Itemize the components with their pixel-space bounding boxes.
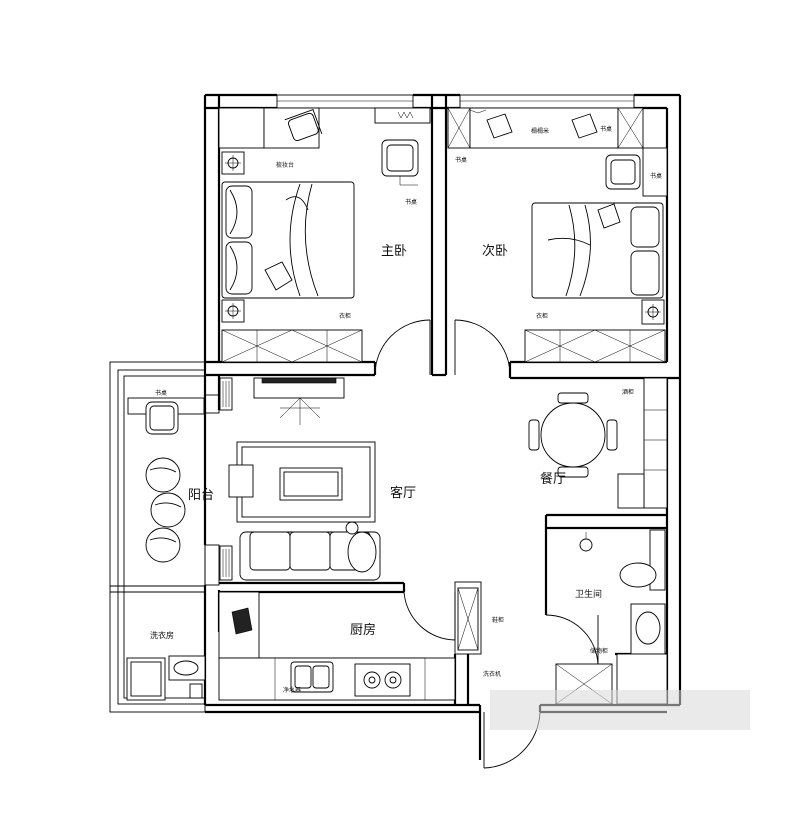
tag-dishwasher: 洗衣机 <box>483 670 501 678</box>
tag-water-purifier: 净水器 <box>283 686 301 694</box>
kitchen-furniture <box>218 587 479 701</box>
label-bathroom: 卫生间 <box>575 588 602 600</box>
tag-desk-second-side: 书桌 <box>650 172 662 180</box>
watermark <box>490 690 750 730</box>
tag-storage-cabinet: 储物柜 <box>590 647 608 655</box>
living-room-furniture <box>219 377 381 581</box>
dining-furniture <box>528 377 668 509</box>
master-bedroom-furniture <box>218 107 431 363</box>
tag-wine-cabinet: 酒柜 <box>622 388 634 396</box>
label-kitchen: 厨房 <box>350 622 376 638</box>
bathroom-furniture <box>555 529 668 705</box>
tag-shoe-cabinet: 鞋柜 <box>492 616 504 624</box>
tag-wardrobe-second: 衣柜 <box>536 312 548 320</box>
label-living-room: 客厅 <box>390 485 416 501</box>
tag-vanity: 梳妆台 <box>276 161 294 169</box>
second-bedroom-furniture <box>447 107 668 363</box>
tag-desk-master: 书桌 <box>405 198 417 206</box>
tag-desk-second-right: 书桌 <box>600 125 612 133</box>
label-laundry: 洗衣房 <box>150 630 174 640</box>
furniture-tags: 梳妆台 书桌 衣柜 榻榻米 书桌 书桌 书桌 衣柜 书桌 酒柜 鞋柜 净水器 储… <box>155 125 662 694</box>
label-master-bedroom: 主卧 <box>381 244 407 259</box>
tag-desk-balcony: 书桌 <box>155 389 167 397</box>
tag-wardrobe-master: 衣柜 <box>339 312 351 320</box>
label-second-bedroom: 次卧 <box>482 243 508 259</box>
label-balcony: 阳台 <box>188 488 214 503</box>
tag-tatami: 榻榻米 <box>531 127 549 135</box>
balcony-walls <box>109 361 221 713</box>
label-dining-room: 餐厅 <box>540 471 566 487</box>
room-labels: 主卧 次卧 客厅 餐厅 阳台 厨房 卫生间 洗衣房 <box>150 243 602 640</box>
tag-desk-second-left: 书桌 <box>455 156 467 164</box>
balcony-furniture <box>126 397 206 701</box>
